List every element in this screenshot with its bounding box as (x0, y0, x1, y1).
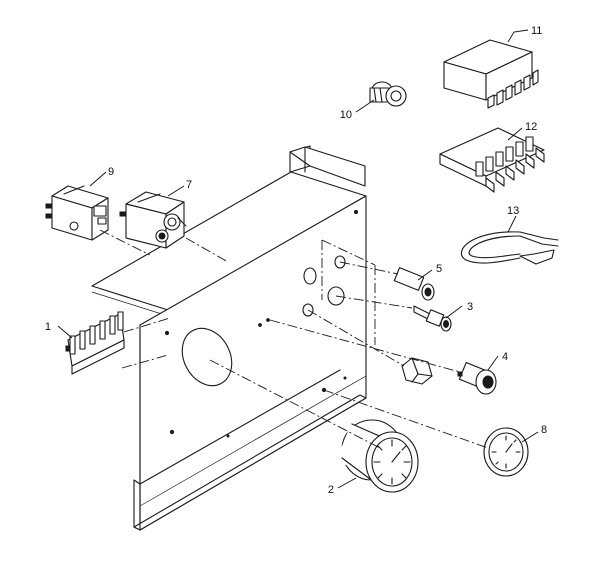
connector-block-part-11 (443, 39, 539, 109)
callout-4: 4 (502, 351, 508, 363)
part-2-axis-line (209, 359, 381, 449)
part-9-axis-line (99, 229, 151, 256)
part-3-axis-line (335, 295, 413, 309)
part-1-axis-line-2 (121, 354, 169, 369)
gauge-part-8 (483, 427, 529, 477)
rotary-switch-part-9 (45, 185, 109, 241)
rocker-switch-part-4 (457, 361, 497, 395)
callout-13: 13 (507, 205, 519, 217)
callout-1: 1 (45, 321, 51, 333)
callout-10: 10 (340, 109, 352, 121)
pilot-light-part-3 (413, 305, 452, 332)
cable-gland-part-10 (369, 81, 407, 107)
nut-axis-line (307, 309, 405, 367)
knob-switch-part-7 (119, 191, 187, 249)
callout-12: 12 (525, 121, 537, 133)
terminal-block-part-1 (65, 311, 125, 375)
callout-9: 9 (108, 166, 114, 178)
gauge-part-2 (335, 419, 419, 493)
callout-2: 2 (328, 484, 334, 496)
knob-nut (401, 357, 433, 385)
part-1-axis-line (123, 317, 171, 333)
callout-7: 7 (186, 179, 192, 191)
part-4-axis-line (269, 319, 461, 373)
callout-leaders (57, 29, 539, 489)
gauge-part-2-ticks (373, 439, 411, 485)
part-5-axis-line (339, 261, 399, 275)
part-8-axis-line (323, 389, 489, 449)
wire-harness-part-13 (460, 231, 559, 265)
callout-8: 8 (541, 424, 547, 436)
control-panel (91, 145, 376, 531)
connector-strip-part-12 (439, 127, 545, 193)
callout-5: 5 (436, 263, 442, 275)
callout-11: 11 (531, 25, 542, 37)
callout-3: 3 (467, 301, 473, 313)
part-7-axis-line (185, 237, 229, 263)
